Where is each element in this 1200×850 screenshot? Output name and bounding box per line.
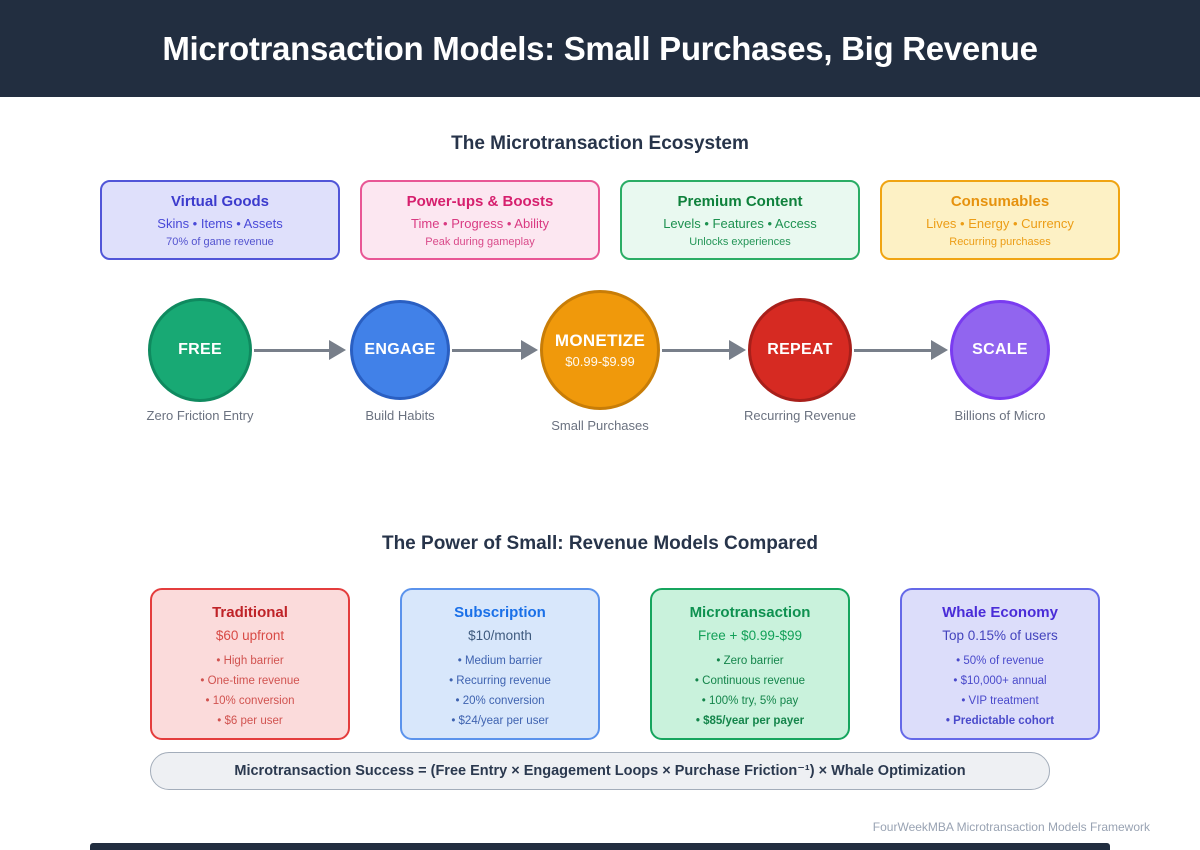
flow-step-caption: Billions of Micro	[954, 408, 1046, 423]
arrow-line	[452, 349, 522, 352]
category-title: Premium Content	[677, 193, 803, 210]
flow-step-free: FREE	[148, 298, 252, 402]
model-bullet: • 20% conversion	[455, 695, 545, 707]
arrow-line	[662, 349, 730, 352]
arrow-right-icon	[329, 340, 346, 360]
model-bullet: • VIP treatment	[961, 695, 1039, 707]
arrow-right-icon	[931, 340, 948, 360]
category-card-premium-content: Premium Content Levels • Features • Acce…	[620, 180, 860, 260]
flow-step-label: REPEAT	[767, 341, 833, 358]
flow-step-label: FREE	[178, 341, 222, 358]
flow-step-monetize: MONETIZE $0.99-$9.99	[540, 290, 660, 410]
model-title: Whale Economy	[942, 604, 1058, 621]
model-price: $60 upfront	[215, 628, 285, 643]
ecosystem-heading: The Microtransaction Ecosystem	[451, 133, 749, 154]
comparison-heading: The Power of Small: Revenue Models Compa…	[381, 533, 819, 554]
arrow-right-icon	[521, 340, 538, 360]
model-title: Microtransaction	[689, 604, 811, 621]
arrow-right-icon	[729, 340, 746, 360]
page-title: Microtransaction Models: Small Purchases…	[162, 29, 1038, 67]
model-card-subscription: Subscription $10/month • Medium barrier …	[400, 588, 600, 740]
model-bullet: • Continuous revenue	[694, 675, 806, 687]
footer-bar	[90, 843, 1110, 850]
category-note: 70% of game revenue	[166, 236, 274, 248]
category-title: Consumables	[950, 193, 1050, 210]
model-title: Subscription	[454, 604, 546, 621]
model-bullet: • 100% try, 5% pay	[701, 695, 799, 707]
category-note: Recurring purchases	[949, 236, 1051, 248]
footer-credit: FourWeekMBA Microtransaction Models Fram…	[872, 820, 1150, 834]
category-title: Virtual Goods	[170, 193, 270, 210]
model-bullet: • Zero barrier	[716, 655, 784, 667]
model-bullet-highlight: • $85/year per payer	[695, 715, 805, 727]
model-bullet: • $6 per user	[217, 715, 283, 727]
model-title: Traditional	[212, 604, 288, 621]
model-bullet: • One-time revenue	[200, 675, 300, 687]
model-bullet: • $10,000+ annual	[953, 675, 1047, 687]
model-bullet: • $24/year per user	[451, 715, 549, 727]
category-title: Power-ups & Boosts	[406, 193, 554, 210]
model-price: Top 0.15% of users	[942, 628, 1058, 643]
model-bullet: • 10% conversion	[205, 695, 295, 707]
flow-step-scale: SCALE	[950, 300, 1050, 400]
flow-step-caption: Small Purchases	[551, 418, 649, 433]
model-bullet: • Recurring revenue	[449, 675, 551, 687]
category-items: Lives • Energy • Currency	[926, 216, 1074, 231]
flow-step-repeat: REPEAT	[748, 298, 852, 402]
category-items: Levels • Features • Access	[663, 216, 817, 231]
flow-step-label: ENGAGE	[364, 341, 436, 358]
model-card-microtransaction: Microtransaction Free + $0.99-$99 • Zero…	[650, 588, 850, 740]
category-items: Skins • Items • Assets	[157, 216, 283, 231]
model-bullet-highlight: • Predictable cohort	[945, 715, 1055, 727]
header-bar: Microtransaction Models: Small Purchases…	[0, 0, 1200, 97]
arrow-line	[854, 349, 932, 352]
model-price: $10/month	[468, 628, 532, 643]
model-card-whale-economy: Whale Economy Top 0.15% of users • 50% o…	[900, 588, 1100, 740]
category-card-virtual-goods: Virtual Goods Skins • Items • Assets 70%…	[100, 180, 340, 260]
flow-step-caption: Recurring Revenue	[743, 408, 856, 423]
flow-step-label: MONETIZE	[554, 331, 646, 350]
flow-step-engage: ENGAGE	[350, 300, 450, 400]
flow-step-caption: Build Habits	[365, 408, 435, 423]
arrow-line	[254, 349, 330, 352]
category-items: Time • Progress • Ability	[411, 216, 549, 231]
model-card-traditional: Traditional $60 upfront • High barrier •…	[150, 588, 350, 740]
flow-step-price-range: $0.99-$9.99	[565, 354, 635, 369]
model-bullet: • Medium barrier	[457, 655, 543, 667]
model-price: Free + $0.99-$99	[698, 628, 802, 643]
model-bullet: • 50% of revenue	[956, 655, 1044, 667]
flow-step-label: SCALE	[972, 341, 1028, 358]
category-note: Unlocks experiences	[689, 236, 791, 248]
model-bullet: • High barrier	[216, 655, 284, 667]
success-formula: Microtransaction Success = (Free Entry ×…	[150, 752, 1050, 790]
category-card-consumables: Consumables Lives • Energy • Currency Re…	[880, 180, 1120, 260]
flow-step-caption: Zero Friction Entry	[146, 408, 254, 423]
category-card-powerups: Power-ups & Boosts Time • Progress • Abi…	[360, 180, 600, 260]
category-note: Peak during gameplay	[425, 236, 535, 248]
